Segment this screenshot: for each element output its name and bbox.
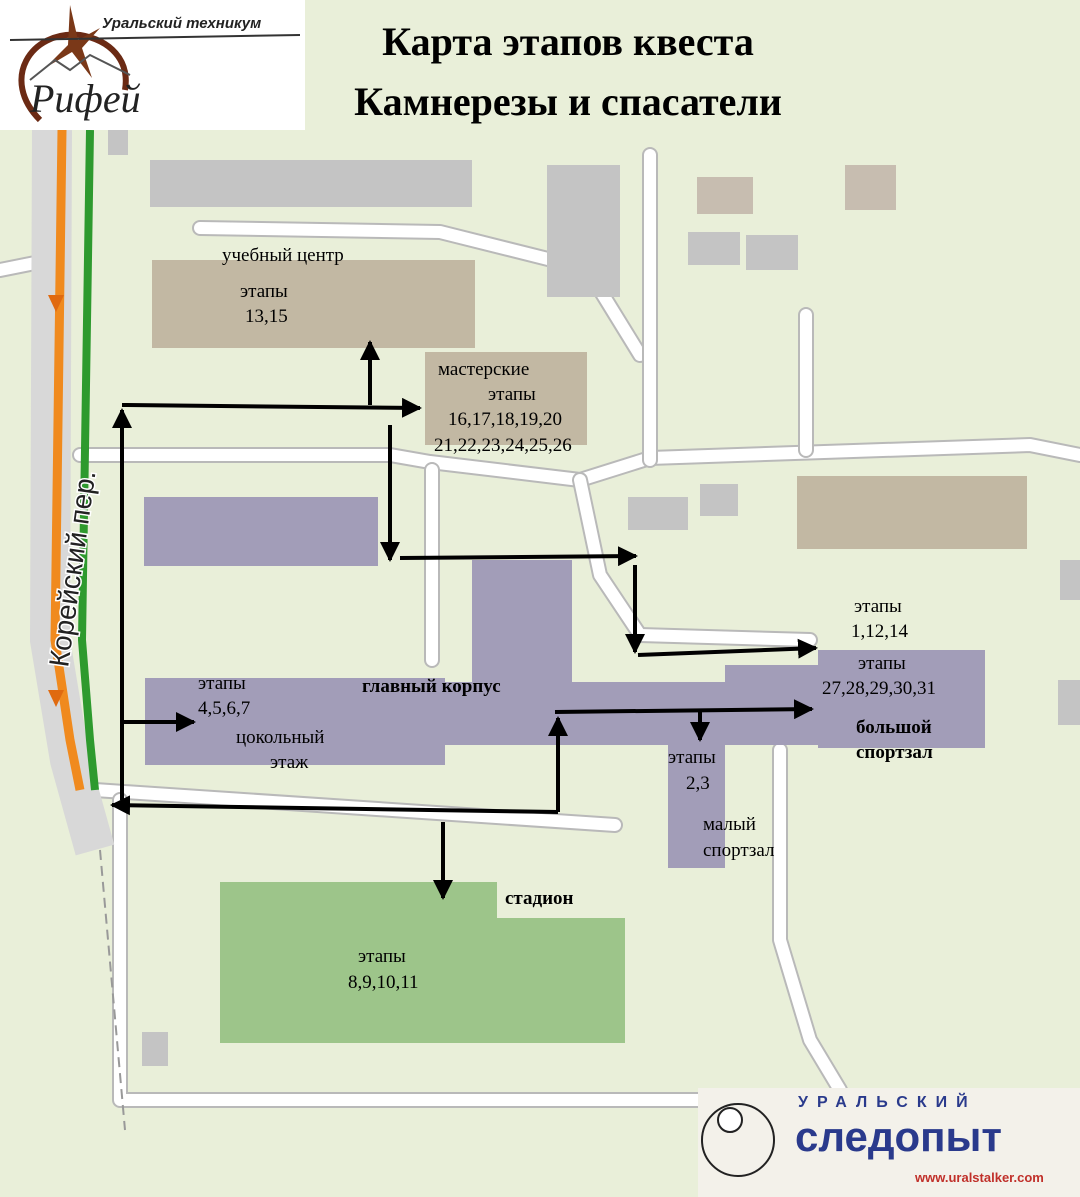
building-training-center bbox=[152, 260, 475, 348]
workshops-stages-1: 16,17,18,19,20 bbox=[448, 409, 562, 430]
outdoor-stages-label: этапы bbox=[854, 596, 902, 617]
sledopyt-name: следопыт bbox=[795, 1113, 1002, 1160]
small-gym-name-1: малый bbox=[703, 814, 756, 835]
basement-name-2: этаж bbox=[270, 752, 309, 773]
direction-arrow-icon bbox=[48, 295, 64, 312]
main-building bbox=[144, 497, 985, 868]
basement-stages: 4,5,6,7 bbox=[198, 698, 250, 719]
training-center-stages-label: этапы bbox=[240, 281, 288, 302]
sledopyt-url: www.uralstalker.com bbox=[914, 1170, 1044, 1185]
rifey-logo: Уральский техникум Рифей bbox=[0, 0, 305, 130]
stadium-name: стадион bbox=[505, 888, 574, 909]
training-center-name: учебный центр bbox=[222, 245, 344, 266]
small-gym-stages-label: этапы bbox=[668, 747, 716, 768]
basement-stages-label: этапы bbox=[198, 673, 246, 694]
title-line-2: Камнерезы и спасатели bbox=[354, 79, 782, 124]
building-tan-right bbox=[797, 476, 1027, 549]
title-line-1: Карта этапов квеста bbox=[382, 19, 754, 64]
big-gym-stages: 27,28,29,30,31 bbox=[822, 678, 936, 699]
training-center-stages: 13,15 bbox=[245, 306, 288, 327]
big-gym-stages-label: этапы bbox=[858, 653, 906, 674]
main-building-name: главный корпус bbox=[362, 676, 501, 697]
route-green bbox=[77, 129, 99, 791]
workshops-stages-label: этапы bbox=[488, 384, 536, 405]
sledopyt-top: УРАЛЬСКИЙ bbox=[798, 1092, 977, 1111]
sledopyt-logo: УРАЛЬСКИЙ следопыт www.uralstalker.com bbox=[698, 1088, 1080, 1197]
direction-arrow-icon bbox=[48, 690, 64, 707]
small-gym-stages: 2,3 bbox=[686, 773, 710, 794]
gray-buildings bbox=[108, 130, 1080, 1066]
rifey-tagline: Уральский техникум bbox=[102, 15, 261, 32]
building-workshops bbox=[425, 352, 587, 445]
stadium-stages-label: этапы bbox=[358, 946, 406, 967]
big-gym-name-2: спортзал bbox=[856, 742, 933, 763]
route-arrows bbox=[110, 340, 818, 900]
small-gym-name-2: спортзал bbox=[703, 840, 775, 861]
workshops-name: мастерские bbox=[438, 359, 529, 380]
workshops-stages-2: 21,22,23,24,25,26 bbox=[434, 435, 572, 456]
basement-name-1: цокольный bbox=[236, 727, 324, 748]
map-labels: учебный центр этапы 13,15 мастерские эта… bbox=[198, 245, 936, 993]
stadium-stages: 8,9,10,11 bbox=[348, 972, 419, 993]
rifey-name: Рифей bbox=[29, 76, 141, 121]
big-gym-name-1: большой bbox=[856, 717, 932, 738]
outdoor-stages: 1,12,14 bbox=[851, 621, 909, 642]
